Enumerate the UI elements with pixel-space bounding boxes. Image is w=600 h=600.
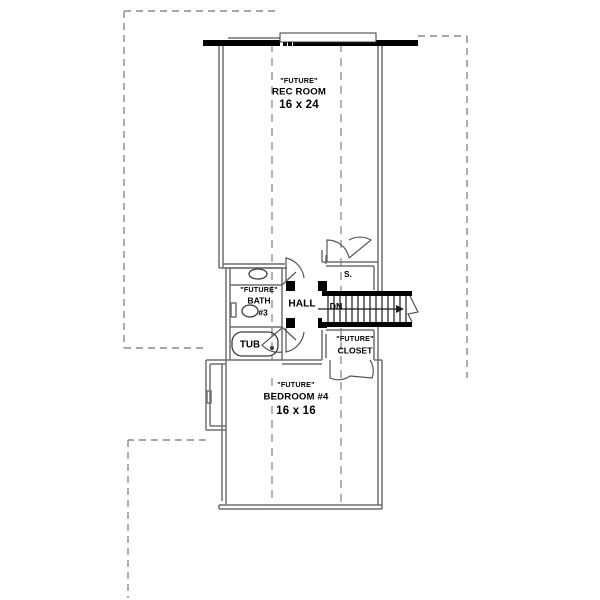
door-swing-hall-bedroom — [285, 328, 305, 353]
stair-direction-label: DN — [330, 301, 343, 311]
thin-wall-shell — [205, 37, 383, 510]
door-swing-storage — [326, 239, 350, 262]
tub-label: TUB — [240, 340, 260, 351]
stair-stringer-bottom — [322, 322, 412, 327]
door-swing-bath — [285, 257, 305, 281]
stair-run — [318, 295, 419, 323]
closet-future-tag: "FUTURE" — [336, 334, 374, 343]
stair-railing-flare — [407, 295, 419, 323]
door-swing-group — [261, 236, 374, 381]
closet-name: CLOSET — [338, 345, 374, 355]
wall-top-window-mullion — [283, 42, 287, 46]
rec-room-future-tag: "FUTURE" — [280, 76, 318, 85]
wall-bath-enclosure — [225, 267, 283, 361]
hall-jamb-upper-left — [286, 281, 295, 291]
bathtub-fixture — [231, 331, 279, 357]
door-swing-closet-left — [329, 360, 351, 381]
bath-name: BATH — [247, 295, 270, 305]
wall-bed-left-jamb — [206, 390, 212, 404]
rec-room-dimensions: 16 x 24 — [279, 99, 319, 111]
hall-jamb-upper-right — [318, 281, 327, 291]
wall-top-right-heavy — [293, 40, 418, 46]
wall-bath-jamb — [230, 302, 237, 318]
sink-fixture — [248, 268, 268, 280]
stair-direction-arrow — [318, 305, 404, 313]
tub-drain — [270, 346, 274, 350]
bedroom-name: BEDROOM #4 — [264, 392, 329, 403]
heavy-wall-group — [203, 32, 418, 328]
hall-label: HALL — [288, 299, 315, 310]
bedroom-future-tag: "FUTURE" — [277, 380, 315, 389]
door-swing-storage-leaf — [348, 236, 373, 259]
bedroom-dimensions: 16 x 16 — [276, 405, 316, 417]
window-glazing — [279, 32, 377, 43]
wall-top-left-heavy — [203, 40, 280, 46]
bath-number: #3 — [258, 307, 268, 317]
door-leaf-bath — [281, 271, 297, 286]
bath-future-tag: "FUTURE" — [240, 285, 278, 294]
toilet-fixture — [241, 304, 259, 318]
storage-label: S. — [344, 269, 352, 279]
hall-jamb-lower-left — [286, 318, 295, 328]
door-leaf-bath-lower — [281, 326, 297, 341]
dashed-context-outline — [123, 10, 468, 598]
stair-stringer-top — [322, 291, 412, 296]
plumbing-fixtures — [231, 268, 279, 357]
door-swing-closet-right — [349, 359, 374, 379]
window-center-stop — [288, 42, 292, 46]
rec-room-name: REC ROOM — [272, 87, 326, 98]
door-swing-bath-interior — [261, 327, 283, 353]
